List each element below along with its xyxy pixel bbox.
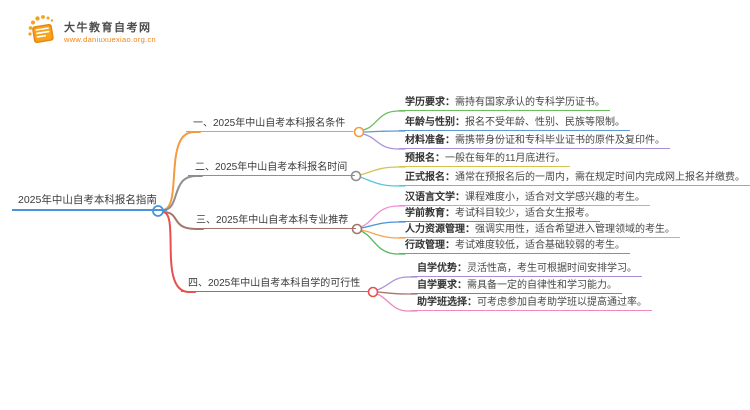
leaf-term: 学前教育： <box>405 208 455 219</box>
logo-url: www.daniuxuexiao.org.cn <box>64 35 156 44</box>
logo-title: 大牛教育自考网 <box>64 22 152 34</box>
branch-3-anchor <box>351 223 363 235</box>
leaf-connector <box>362 110 406 131</box>
leaf-connector <box>377 291 418 295</box>
leaf-node: 材料准备：需携带身份证和专科毕业证书的原件及复印件。 <box>399 135 670 149</box>
branch-1-connector <box>162 131 201 211</box>
leaf-desc: 需持有国家承认的专科学历证书。 <box>455 97 605 108</box>
leaf-desc: 灵活性高，考生可根据时间安排学习。 <box>467 263 637 274</box>
leaf-connector <box>362 133 406 150</box>
leaf-term: 预报名： <box>405 153 445 164</box>
branch-4-anchor <box>367 286 379 298</box>
leaf-connector <box>376 276 418 291</box>
leaf-desc: 报名不受年龄、性别、民族等限制。 <box>465 117 625 128</box>
leaf-term: 学历要求： <box>405 97 455 108</box>
leaf-term: 正式报名： <box>405 172 455 183</box>
leaf-desc: 考试难度较低，适合基础较弱的考生。 <box>455 240 625 251</box>
branch-1-anchor <box>353 126 365 138</box>
leaf-desc: 课程难度小，适合对文学感兴趣的考生。 <box>465 192 645 203</box>
leaf-term: 材料准备： <box>405 135 455 146</box>
leaf-term: 汉语言文学： <box>405 192 465 203</box>
leaf-node: 助学班选择：可考虑参加自考助学班以提高通过率。 <box>411 297 652 311</box>
leaf-desc: 可考虑参加自考助学班以提高通过率。 <box>477 297 647 308</box>
leaf-term: 年龄与性别： <box>405 117 465 128</box>
central-topic: 2025年中山自考本科报名指南 <box>12 193 167 211</box>
leaf-term: 助学班选择： <box>417 297 477 308</box>
leaf-node: 自学要求：需具备一定的自律性和学习能力。 <box>411 280 622 294</box>
branch-topic-2: 二、2025年中山自考本科报名时间 <box>188 161 356 176</box>
leaf-desc: 需具备一定的自律性和学习能力。 <box>467 280 617 291</box>
branch-topic-1: 一、2025年中山自考本科报名条件 <box>186 117 354 132</box>
leaf-connector <box>359 176 406 187</box>
leaf-term: 人力资源管理： <box>405 224 475 235</box>
leaf-node: 学前教育：考试科目较少，适合女生报考。 <box>399 208 600 222</box>
branch-2-connector <box>162 175 203 211</box>
leaf-connector <box>360 229 406 239</box>
leaf-connector <box>359 166 406 176</box>
branch-topic-3: 三、2025年中山自考本科专业推荐 <box>189 214 357 229</box>
site-logo: 大牛教育自考网 www.daniuxuexiao.org.cn <box>26 12 156 53</box>
central-node-anchor <box>152 205 164 217</box>
leaf-node: 自学优势：灵活性高，考生可根据时间安排学习。 <box>411 263 642 277</box>
leaf-node: 学历要求：需持有国家承认的专科学历证书。 <box>399 97 610 111</box>
leaf-desc: 考试科目较少，适合女生报考。 <box>455 208 595 219</box>
leaf-node: 人力资源管理：强调实用性，适合希望进入管理领域的考生。 <box>399 224 680 238</box>
leaf-node: 汉语言文学：课程难度小，适合对文学感兴趣的考生。 <box>399 192 650 206</box>
leaf-desc: 强调实用性，适合希望进入管理领域的考生。 <box>475 224 675 235</box>
leaf-desc: 需携带身份证和专科毕业证书的原件及复印件。 <box>455 135 665 146</box>
leaf-connector <box>360 230 406 255</box>
leaf-term: 自学优势： <box>417 263 467 274</box>
leaf-node: 正式报名：通常在预报名后的一周内，需在规定时间内完成网上报名并缴费。 <box>399 172 750 186</box>
leaf-connector <box>360 205 406 228</box>
leaf-connector <box>376 293 418 312</box>
leaf-connector <box>363 130 406 133</box>
leaf-node: 行政管理：考试难度较低，适合基础较弱的考生。 <box>399 240 630 254</box>
leaf-desc: 通常在预报名后的一周内，需在规定时间内完成网上报名并缴费。 <box>455 172 745 183</box>
leaf-term: 行政管理： <box>405 240 455 251</box>
leaf-connector <box>360 221 406 229</box>
leaf-desc: 一般在每年的11月底进行。 <box>445 153 566 164</box>
leaf-term: 自学要求： <box>417 280 467 291</box>
leaf-node: 年龄与性别：报名不受年龄、性别、民族等限制。 <box>399 117 630 131</box>
branch-2-anchor <box>350 170 362 182</box>
leaf-node: 预报名：一般在每年的11月底进行。 <box>399 153 571 167</box>
branch-topic-4: 四、2025年中山自考本科自学的可行性 <box>181 277 369 292</box>
logo-book-icon <box>26 12 58 53</box>
